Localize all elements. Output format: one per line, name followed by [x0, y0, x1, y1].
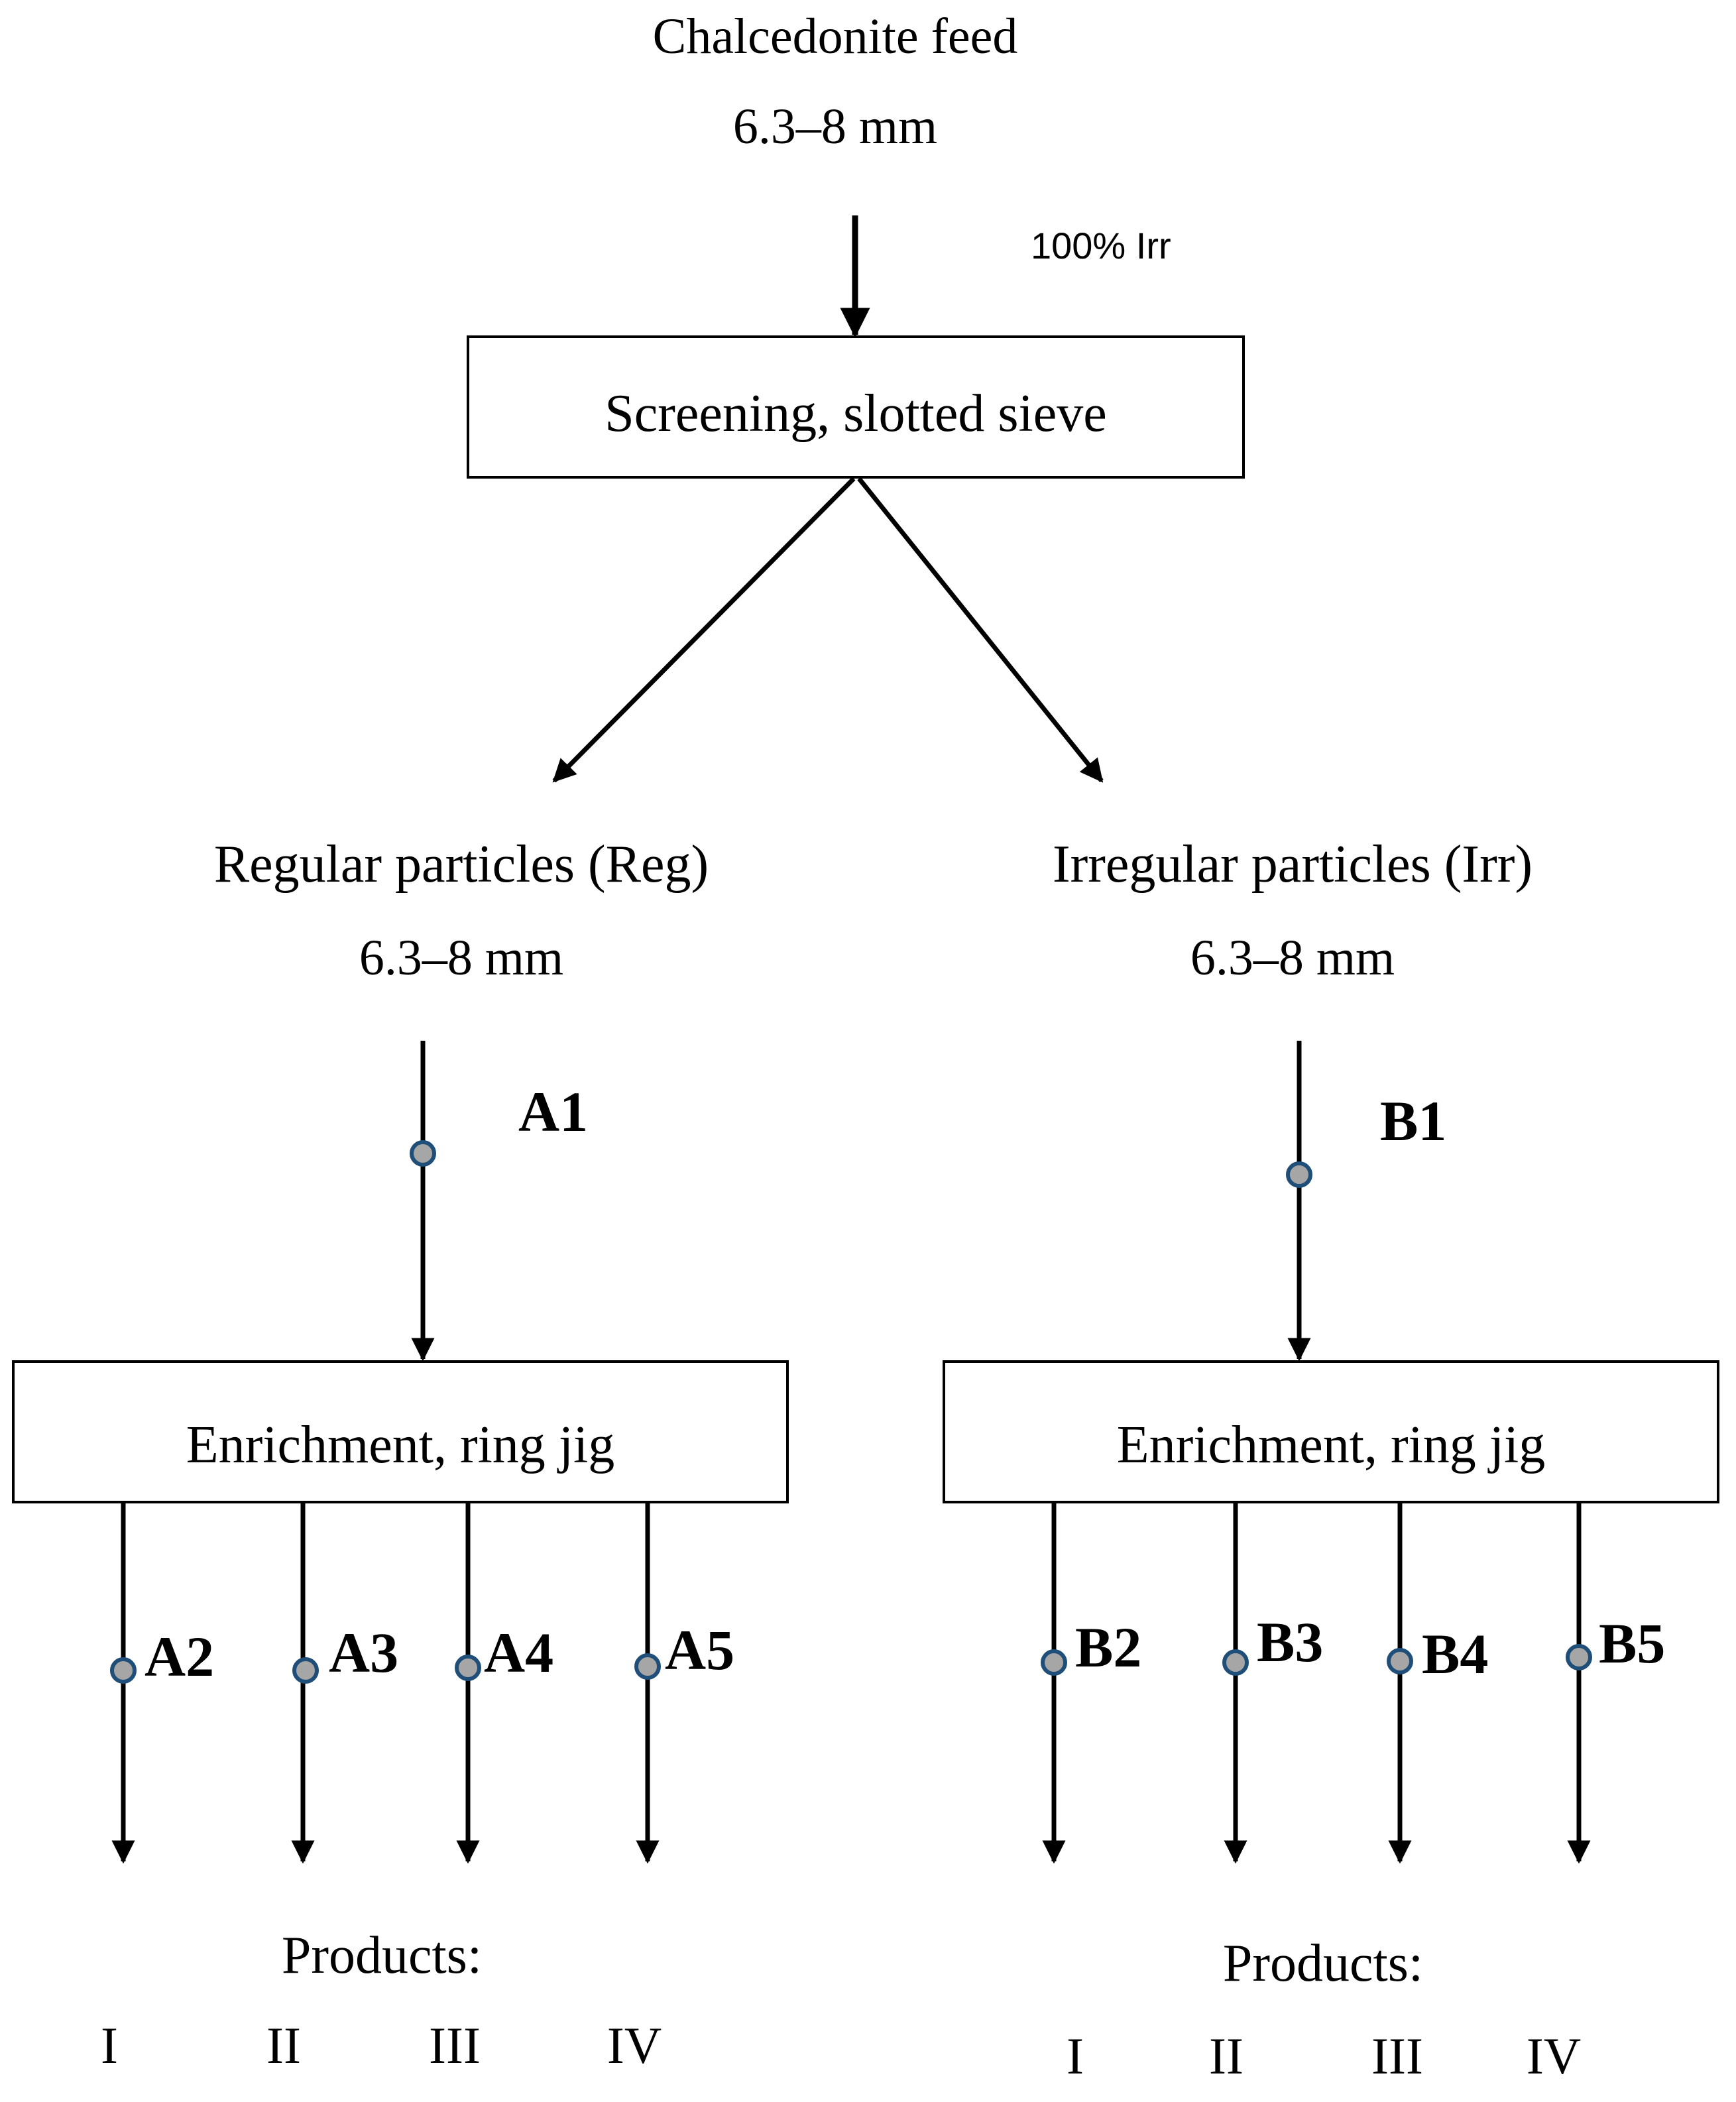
sample-point-a3: [292, 1657, 319, 1684]
sample-label-a3: A3: [329, 1621, 398, 1684]
sample-point-a1: [410, 1140, 436, 1167]
sample-point-a5: [634, 1653, 661, 1680]
sample-point-b1: [1286, 1161, 1312, 1188]
regular-jig-box: [12, 1360, 789, 1503]
regular-product-2: II: [266, 2016, 301, 2074]
regular-jig-label: Enrichment, ring jig: [186, 1416, 615, 1474]
irregular-output-streams: B2 B3 B4 B5: [1041, 1503, 1665, 1864]
sample-point-b5: [1566, 1644, 1592, 1670]
sample-point-b4: [1387, 1648, 1413, 1674]
sample-point-a2: [110, 1657, 137, 1684]
regular-title: Regular particles (Reg): [214, 835, 709, 894]
sample-label-b4: B4: [1422, 1622, 1488, 1686]
sample-label-b2: B2: [1075, 1615, 1141, 1679]
feed-note: 100% Irr: [1031, 225, 1171, 266]
irregular-product-4: IV: [1527, 2027, 1581, 2085]
feed-size: 6.3–8 mm: [733, 99, 937, 154]
sample-label-b3: B3: [1257, 1610, 1323, 1674]
sample-point-b2: [1041, 1649, 1067, 1676]
regular-product-3: III: [429, 2016, 481, 2074]
sample-point-b3: [1222, 1649, 1249, 1676]
feed-title: Chalcedonite feed: [653, 9, 1018, 64]
regular-product-4: IV: [607, 2016, 662, 2074]
regular-size: 6.3–8 mm: [359, 930, 563, 986]
irregular-size: 6.3–8 mm: [1190, 930, 1395, 986]
regular-output-streams: A2 A3 A4 A5: [110, 1503, 734, 1864]
irregular-title: Irregular particles (Irr): [1053, 835, 1533, 894]
irregular-product-1: I: [1067, 2027, 1084, 2085]
sample-label-b1: B1: [1380, 1089, 1446, 1153]
sample-label-b5: B5: [1599, 1611, 1665, 1675]
sample-label-a4: A4: [484, 1621, 553, 1684]
screening-box: [467, 335, 1245, 479]
irregular-product-3: III: [1371, 2027, 1423, 2085]
sample-label-a1: A1: [518, 1080, 588, 1143]
regular-product-1: I: [101, 2016, 118, 2074]
irregular-jig-box: [943, 1360, 1719, 1503]
sample-label-a5: A5: [665, 1618, 734, 1682]
split-arrow-regular: [552, 477, 856, 783]
screening-label: Screening, slotted sieve: [605, 384, 1107, 443]
irregular-product-2: II: [1209, 2027, 1244, 2085]
sample-point-a4: [455, 1655, 481, 1681]
irregular-jig-label: Enrichment, ring jig: [1117, 1416, 1546, 1474]
sample-label-a2: A2: [145, 1625, 214, 1688]
regular-products-label: Products:: [282, 1926, 482, 1985]
irregular-products-label: Products:: [1223, 1934, 1423, 1993]
split-arrow-irregular: [857, 477, 1104, 783]
